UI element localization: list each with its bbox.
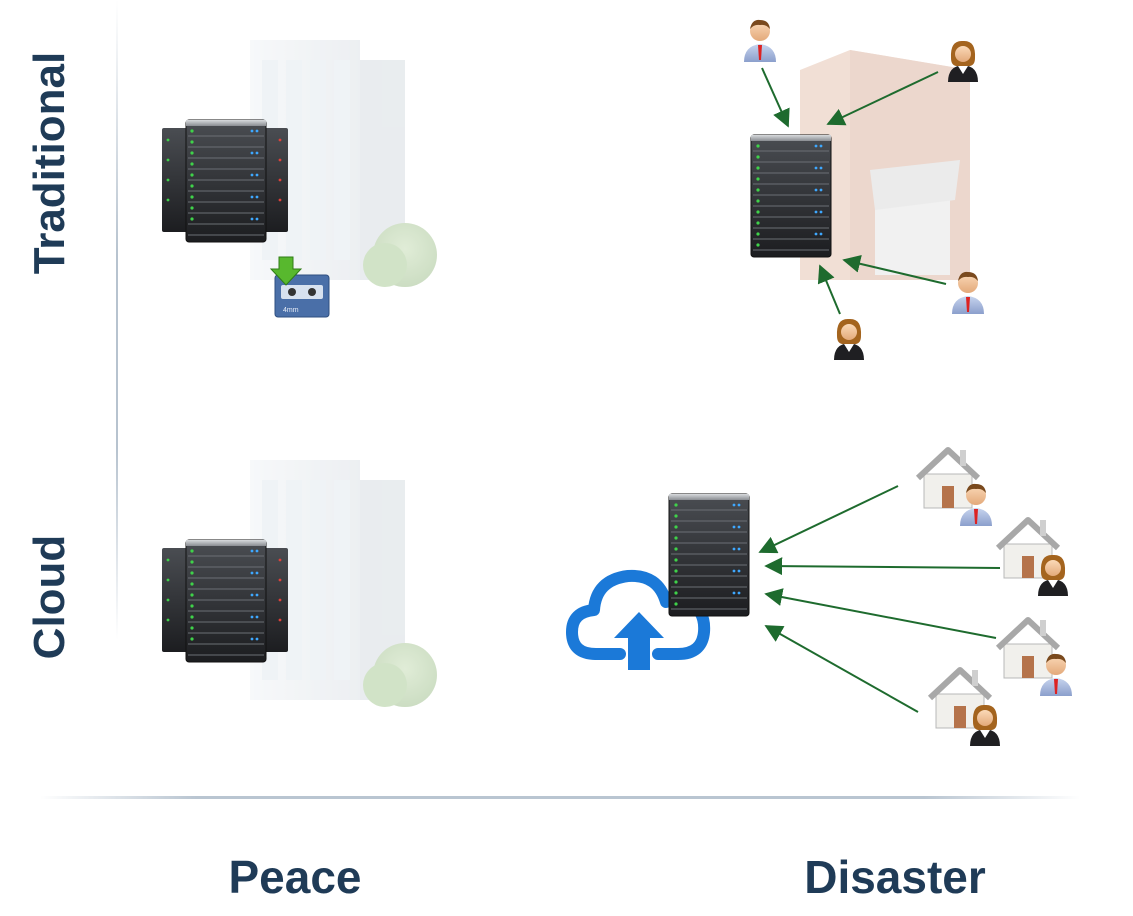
remote-user-house-3 xyxy=(995,614,1080,698)
male-user-icon xyxy=(960,483,992,526)
female-user-icon xyxy=(948,40,978,82)
remote-user-house-2 xyxy=(995,514,1080,598)
female-user-icon xyxy=(970,704,1000,746)
remote-user-house-4 xyxy=(927,664,1012,748)
access-arrows-cloud xyxy=(758,485,1001,713)
female-user-icon xyxy=(1038,554,1068,596)
row-label-cloud: Cloud xyxy=(25,534,74,660)
column-label-disaster: Disaster xyxy=(804,851,986,903)
remote-user-house-1 xyxy=(915,444,1000,528)
server-rack-icon xyxy=(668,493,750,617)
house-icon xyxy=(995,617,1061,679)
server-rack-icon xyxy=(750,134,832,258)
access-arrows-traditional xyxy=(761,67,947,315)
tape-label: 4mm xyxy=(283,307,299,314)
warehouse-icon xyxy=(800,50,970,280)
male-user-icon xyxy=(1040,653,1072,696)
office-building-icon xyxy=(250,40,437,287)
male-user-icon xyxy=(952,271,984,314)
row-label-traditional: Traditional xyxy=(25,51,74,275)
backup-tape-icon: 4mm xyxy=(269,256,330,318)
male-user-icon xyxy=(744,19,776,62)
female-user-icon xyxy=(834,318,864,360)
cloud-upload-icon xyxy=(566,569,711,670)
server-rack-cluster-icon xyxy=(162,539,288,663)
column-label-peace: Peace xyxy=(228,851,362,903)
horizontal-axis-line xyxy=(40,796,1080,799)
vertical-axis-line xyxy=(116,0,118,640)
server-rack-cluster-icon xyxy=(162,119,288,243)
